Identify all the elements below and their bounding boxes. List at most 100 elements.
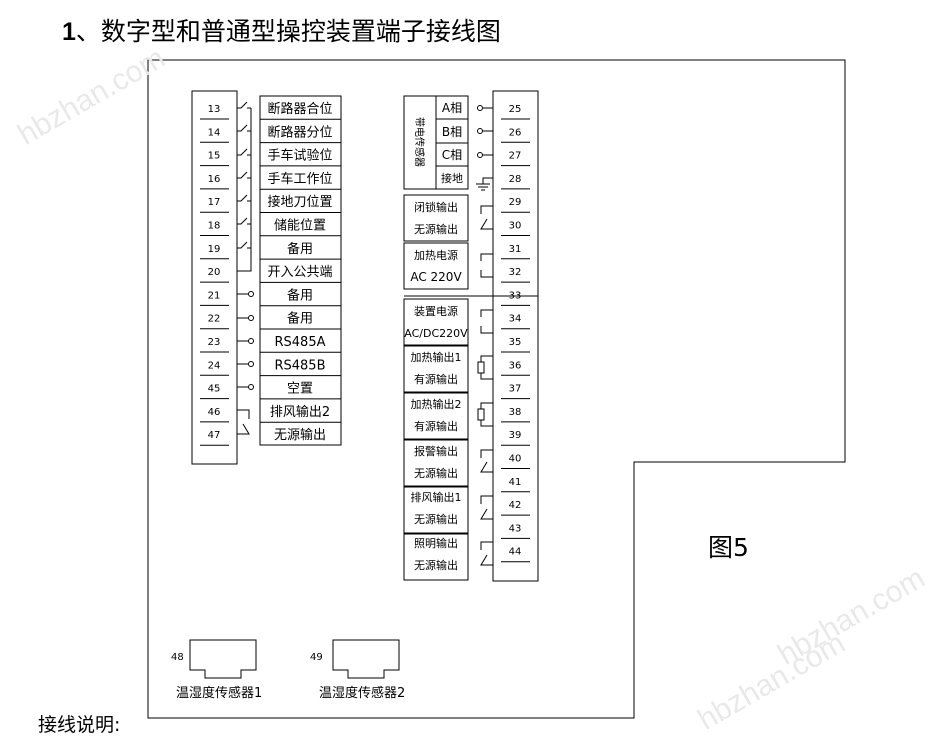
left-terminal-label: 备用 <box>287 287 313 303</box>
sensor-connectors <box>189 639 400 679</box>
alarm-box <box>403 439 469 487</box>
left-terminal-label: 断路器合位 <box>267 101 332 117</box>
sensor-group-text: 带电传感器 <box>413 117 426 167</box>
left-terminal-label: 备用 <box>287 311 313 327</box>
left-contact-symbols <box>237 101 254 435</box>
right-terminal-number: 29 <box>509 197 522 208</box>
sensor-1-number: 48 <box>171 652 184 663</box>
left-terminal-label: 断路器分位 <box>267 124 332 140</box>
left-terminal-number: 13 <box>208 104 221 115</box>
heat-out1-box <box>403 345 469 393</box>
right-terminal-number: 36 <box>509 360 522 371</box>
left-terminal-number: 17 <box>208 197 221 208</box>
left-terminal-number: 19 <box>208 244 221 255</box>
right-terminal-number: 28 <box>509 174 522 185</box>
left-terminal-number: 47 <box>208 430 221 441</box>
left-terminal-label: 接地刀位置 <box>267 194 332 210</box>
right-terminal-label: 无源输出 <box>414 222 458 236</box>
title-text: 、数字型和普通型操控装置端子接线图 <box>75 17 501 46</box>
right-terminal-label: 装置电源 <box>414 304 458 318</box>
right-terminal-label: 排风输出1 <box>411 490 462 504</box>
sensor-2-connector <box>332 639 400 679</box>
light-box <box>403 533 469 581</box>
left-terminal-label: 排风输出2 <box>270 404 330 420</box>
left-terminal-label: 手车试验位 <box>267 148 332 164</box>
right-terminal-number: 31 <box>509 244 522 255</box>
right-terminal-label: C相 <box>442 148 462 162</box>
right-terminal-label: 无源输出 <box>414 558 458 572</box>
right-terminal-label: AC/DC220V <box>404 327 468 340</box>
right-terminal-number: 37 <box>509 384 522 395</box>
left-terminal-number: 21 <box>208 290 221 301</box>
sensor-group-label: 带电传感器 <box>413 117 426 167</box>
left-terminal-label: 备用 <box>287 241 313 257</box>
right-terminal-number: 26 <box>509 127 522 138</box>
right-terminal-number: 44 <box>509 547 522 558</box>
right-terminal-label: 加热电源 <box>414 248 458 262</box>
lock-output-box <box>403 194 469 242</box>
right-terminal-label: 加热输出1 <box>411 350 462 364</box>
diagram-title: 1、数字型和普通型操控装置端子接线图 <box>62 12 501 48</box>
left-label-column <box>259 95 342 446</box>
left-terminal-number: 16 <box>208 174 221 185</box>
right-terminal-label: 无源输出 <box>414 512 458 526</box>
right-terminal-number: 32 <box>509 267 522 278</box>
right-terminal-number: 42 <box>509 500 522 511</box>
left-terminal-number: 23 <box>208 337 221 348</box>
sensor-2-number: 49 <box>310 652 323 663</box>
left-terminal-strip: 13 断路器合位 14 断路器分位 15 手车试验位 16 手车工作位 17 接地刀位置 18 储能位… <box>191 90 342 465</box>
left-terminal-label: 手车工作位 <box>267 171 332 187</box>
heat-out2-box <box>403 392 469 440</box>
right-terminal-label: AC 220V <box>410 270 462 284</box>
device-power-box <box>403 298 469 346</box>
figure-label: 图5 <box>708 533 749 562</box>
left-terminal-block <box>191 90 238 465</box>
right-terminal-label: 加热输出2 <box>411 397 462 411</box>
sensor-2-label: 温湿度传感器2 <box>319 685 405 701</box>
right-terminal-block <box>492 90 539 582</box>
left-terminal-number: 45 <box>208 384 221 395</box>
left-terminal-number: 46 <box>208 407 221 418</box>
right-terminal-number: 40 <box>509 454 522 465</box>
left-terminal-number: 24 <box>208 360 221 371</box>
sensor-1-label: 温湿度传感器1 <box>176 685 262 701</box>
left-terminal-label: 空置 <box>287 382 313 397</box>
left-terminal-label: RS485B <box>274 358 325 373</box>
right-terminal-label: 有源输出 <box>414 419 458 433</box>
title-number: 1 <box>62 18 76 46</box>
left-terminal-number: 15 <box>208 151 221 162</box>
left-terminal-number: 22 <box>208 314 221 325</box>
left-terminal-number: 14 <box>208 127 221 138</box>
right-terminal-number: 41 <box>509 477 522 488</box>
right-terminal-label: 闭锁输出 <box>414 200 458 214</box>
right-terminal-label: A相 <box>442 101 462 115</box>
heating-power-box <box>403 242 469 290</box>
right-terminal-number: 38 <box>509 407 522 418</box>
sensor-1-connector <box>189 639 257 679</box>
right-terminal-label: B相 <box>442 125 462 139</box>
right-terminal-number: 34 <box>509 314 522 325</box>
right-contact-symbols <box>476 105 493 566</box>
right-terminal-number: 43 <box>509 523 522 534</box>
exhaust1-box <box>403 486 469 534</box>
right-terminal-label: 有源输出 <box>414 372 458 386</box>
right-terminal-number: 27 <box>509 151 522 162</box>
right-terminal-label: 照明输出 <box>414 536 458 550</box>
left-terminal-label: 开入公共端 <box>267 265 332 280</box>
left-terminal-label: 储能位置 <box>274 219 326 234</box>
device-outline <box>147 59 846 719</box>
left-terminal-label: 无源输出 <box>274 427 326 443</box>
left-terminal-number: 18 <box>208 221 221 232</box>
right-terminal-label: 报警输出 <box>414 444 458 458</box>
left-terminal-number: 20 <box>208 267 221 278</box>
right-terminal-number: 39 <box>509 430 522 441</box>
right-terminal-number: 30 <box>509 221 522 232</box>
right-terminal-number: 25 <box>509 104 522 115</box>
left-terminal-label: RS485A <box>275 335 326 350</box>
right-terminal-number: 35 <box>509 337 522 348</box>
wiring-notes-label: 接线说明: <box>38 714 121 736</box>
right-terminal-label: 无源输出 <box>414 466 458 480</box>
right-terminal-label: 接地 <box>441 172 463 185</box>
